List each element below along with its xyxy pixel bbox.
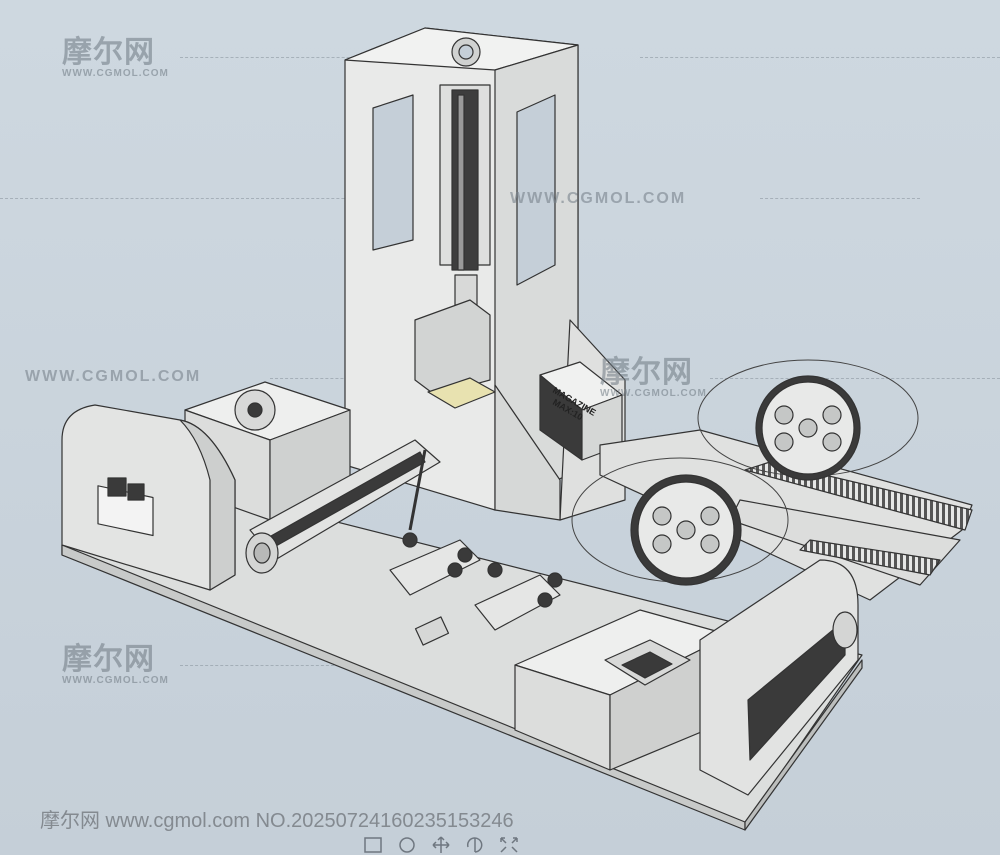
watermark-line [710, 378, 1000, 379]
pneumatic-valves [389, 532, 563, 646]
front-gusset [494, 384, 561, 521]
view-box-icon[interactable] [360, 834, 386, 855]
power-switch-housing [61, 404, 236, 591]
lower-gear[interactable] [630, 474, 742, 586]
footer-serial-text: 摩尔网 www.cgmol.com NO.2025072416023515324… [40, 810, 514, 832]
view-pan-icon[interactable] [428, 834, 454, 855]
watermark-line [760, 198, 920, 199]
view-rotate-icon[interactable] [462, 834, 488, 855]
watermark-line [0, 198, 500, 199]
watermark-url: WWW.CGMOL.COM [510, 190, 687, 207]
pneumatic-cylinder [245, 439, 441, 574]
view-toolbar [360, 834, 522, 855]
watermark-line [640, 57, 1000, 58]
watermark-url: WWW.CGMOL.COM [25, 368, 202, 385]
view-fit-icon[interactable] [496, 834, 522, 855]
view-orbit-icon[interactable] [394, 834, 420, 855]
highlighted-part[interactable] [427, 377, 496, 409]
vertical-frame [344, 27, 579, 511]
watermark-line [180, 57, 380, 58]
electronics-enclosure [514, 559, 859, 796]
upper-gear[interactable] [755, 375, 861, 481]
